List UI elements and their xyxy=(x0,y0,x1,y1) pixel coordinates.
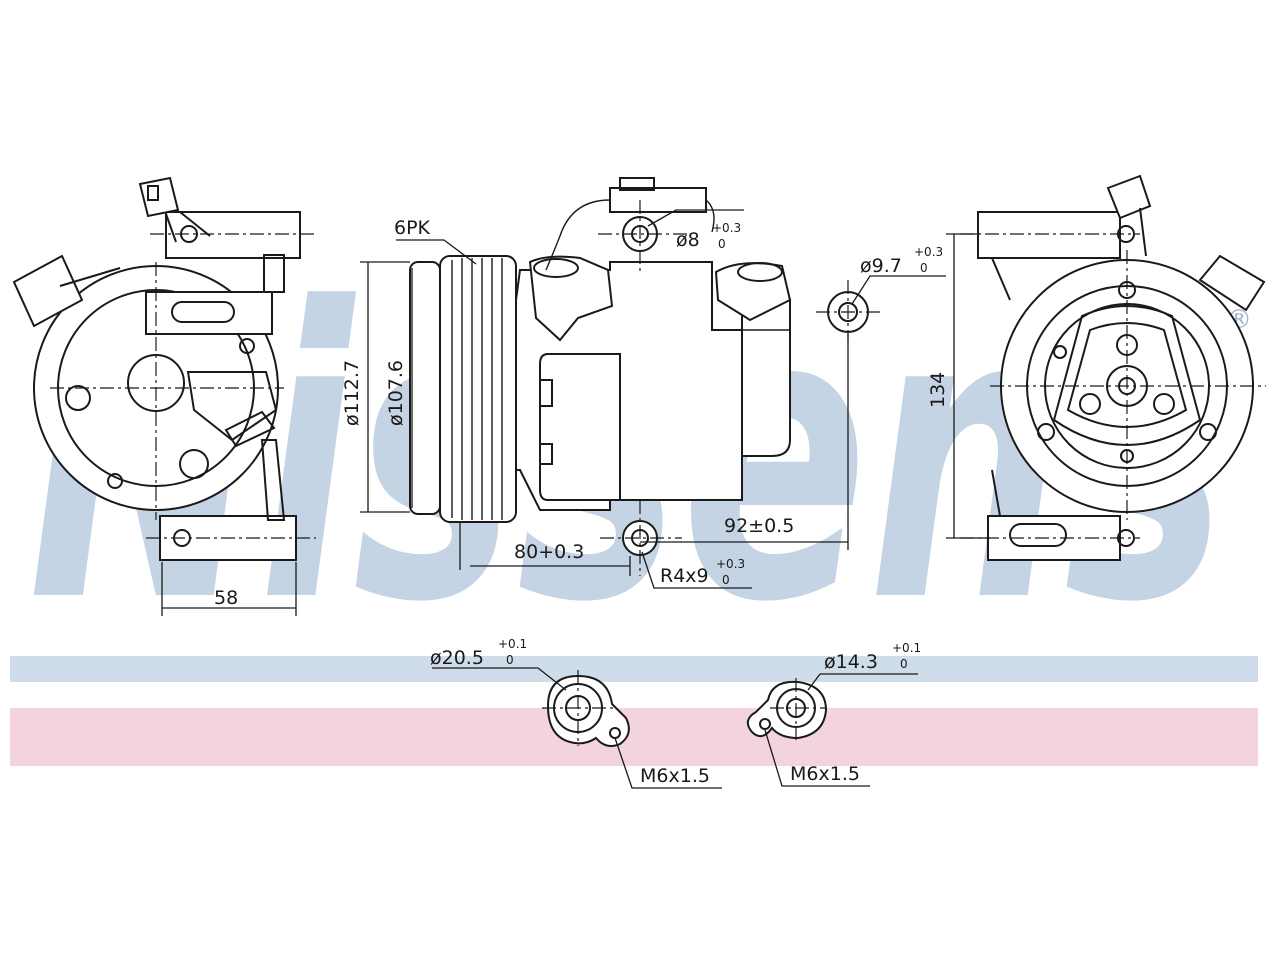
red-band xyxy=(10,708,1258,766)
thread-right-label: M6x1.5 xyxy=(790,763,860,785)
hole-9-7-lower-tol: 0 xyxy=(920,261,928,275)
hole-9-7-upper-tol: +0.3 xyxy=(914,245,943,259)
port-20-5-label: ø20.5 xyxy=(430,647,484,669)
slot-r4x9-upper-tol: +0.3 xyxy=(716,557,745,571)
left-side-view xyxy=(12,176,316,616)
port-14-3-lower-tol: 0 xyxy=(900,657,908,671)
port-20-5-upper-tol: +0.1 xyxy=(498,637,527,651)
slot-r4x9-lower-tol: 0 xyxy=(722,573,730,587)
port-detail-left xyxy=(432,667,722,789)
dimension-58-label: 58 xyxy=(214,587,238,609)
port-14-3-upper-tol: +0.1 xyxy=(892,641,921,655)
distance-92-label: 92±0.5 xyxy=(724,515,794,537)
diameter-112-7-label: ø112.7 xyxy=(341,360,363,426)
hole-9-7-label: ø9.7 xyxy=(860,255,902,277)
height-134-label: 134 xyxy=(927,372,949,408)
hole-8-label: ø8 xyxy=(676,229,700,251)
thread-left-label: M6x1.5 xyxy=(640,765,710,787)
distance-80-label: 80+0.3 xyxy=(514,541,584,563)
port-14-3-label: ø14.3 xyxy=(824,651,878,673)
diameter-107-6-label: ø107.6 xyxy=(385,360,407,426)
port-detail-right xyxy=(746,673,918,787)
slot-r4x9-label: R4x9 xyxy=(660,565,709,587)
hole-8-upper-tol: +0.3 xyxy=(712,221,741,235)
belt-6pk-label: 6PK xyxy=(394,217,431,239)
middle-side-view xyxy=(360,177,946,589)
hole-8-lower-tol: 0 xyxy=(718,237,726,251)
blue-band xyxy=(10,656,1258,682)
right-side-view xyxy=(946,174,1266,561)
port-20-5-lower-tol: 0 xyxy=(506,653,514,667)
